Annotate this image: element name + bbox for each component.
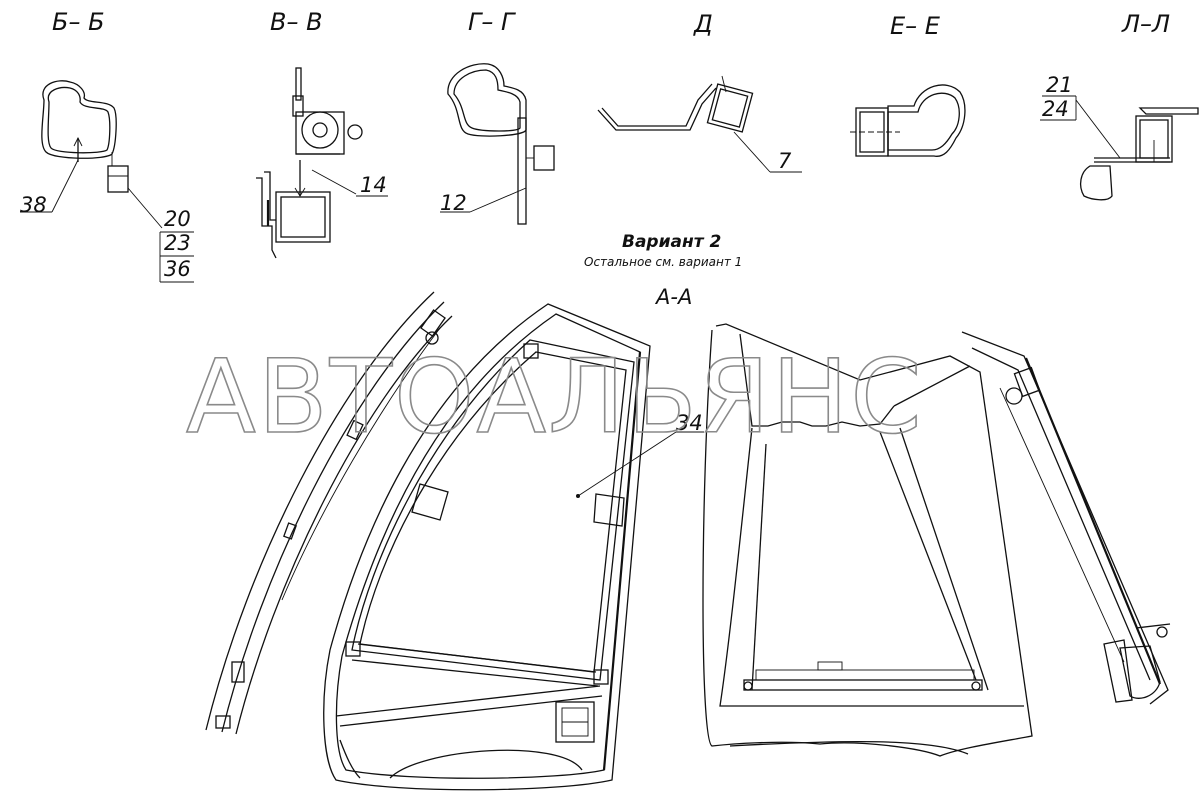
leader-7	[733, 131, 771, 173]
callout-21: 21	[1046, 73, 1073, 97]
section-ee-drawing	[850, 84, 966, 157]
callout-7: 7	[778, 149, 792, 173]
watermark-text: АВТОАЛЬЯНС	[186, 338, 924, 457]
callout-38: 38	[20, 193, 47, 217]
leader-14	[311, 169, 357, 195]
section-ll-drawing	[1079, 107, 1199, 201]
callout-12: 12	[440, 191, 467, 215]
door-drawing	[323, 303, 651, 791]
title-section-d: Д	[693, 10, 713, 38]
leader-38-arm	[51, 159, 79, 213]
section-bb-drawing	[41, 80, 129, 193]
title-section-vv: В– В	[270, 8, 323, 36]
callout-24: 24	[1042, 97, 1069, 121]
callout-36: 36	[164, 257, 191, 281]
leader-12	[469, 187, 527, 213]
callout-34: 34	[676, 411, 703, 435]
callout-14: 14	[360, 173, 387, 197]
title-section-bb: Б– Б	[52, 8, 105, 36]
section-d-drawing	[597, 75, 754, 133]
leader-20	[127, 187, 163, 229]
callout-23: 23	[164, 231, 191, 255]
right-pillar-drawing	[961, 331, 1171, 705]
title-section-aa: А-А	[654, 285, 692, 309]
variant-title: Вариант 2	[622, 232, 721, 252]
title-section-ll: Л–Л	[1121, 10, 1170, 38]
variant-subtitle: Остальное см. вариант 1	[584, 255, 742, 269]
leader-21-24	[1075, 99, 1121, 159]
cab-opening-drawing	[702, 323, 1033, 757]
section-vv-drawing	[256, 67, 363, 259]
leader-34	[577, 431, 677, 497]
title-section-ee: Е– Е	[890, 12, 941, 40]
section-gg-drawing	[447, 63, 555, 225]
left-pillar-drawing	[205, 291, 453, 735]
title-section-gg: Г– Г	[468, 8, 516, 36]
callout-20: 20	[164, 207, 191, 231]
